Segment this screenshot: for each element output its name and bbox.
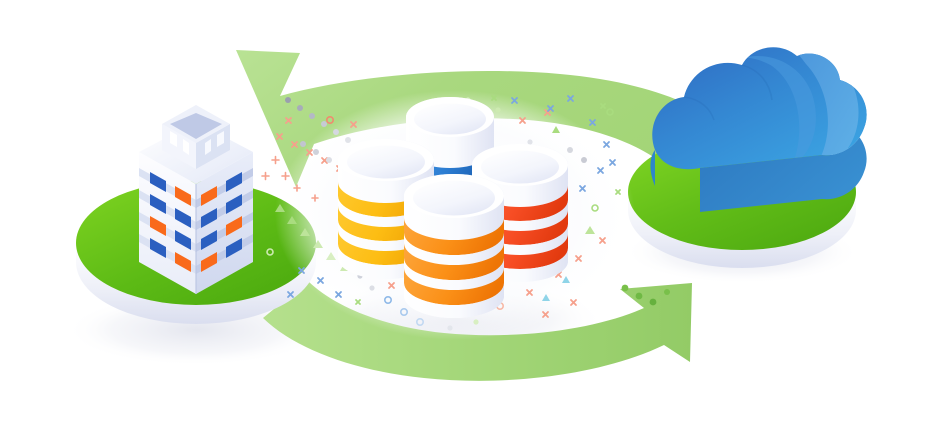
window-orange xyxy=(150,216,166,236)
db-yellow-opening xyxy=(347,145,425,179)
window-orange xyxy=(175,186,191,206)
sync-arrow-top[interactable] xyxy=(236,50,733,187)
window-blue xyxy=(226,238,242,258)
particle-dot xyxy=(285,97,670,331)
cloud-body-front xyxy=(652,47,867,170)
building-windows-right xyxy=(201,172,242,272)
window-blue xyxy=(201,230,217,250)
penthouse-roof-well xyxy=(170,113,222,139)
window-blue xyxy=(175,230,191,250)
window-blue xyxy=(150,194,166,214)
penthouse-window-left xyxy=(183,139,189,155)
window-blue xyxy=(201,208,217,228)
particle-triangle xyxy=(275,126,595,301)
db-red-opening xyxy=(481,150,559,184)
building-platform-rim xyxy=(76,243,316,324)
window-blue xyxy=(226,172,242,192)
particle-x-mark xyxy=(355,95,621,305)
window-orange xyxy=(201,252,217,272)
building-corner-edge xyxy=(195,184,197,294)
db-blue-opening xyxy=(414,103,486,135)
penthouse-window-left xyxy=(170,131,177,147)
sync-arrow-bottom[interactable] xyxy=(263,281,692,381)
window-blue xyxy=(175,208,191,228)
onprem-building[interactable] xyxy=(139,105,253,294)
cloud-lobe-upper xyxy=(742,55,816,166)
cloud-platform-rim xyxy=(628,192,856,268)
sync-arrow-top-shape xyxy=(236,50,733,187)
window-orange xyxy=(226,216,242,236)
database-cluster[interactable] xyxy=(338,97,568,318)
cloud-lobe-seams xyxy=(683,64,773,121)
building-windows-left xyxy=(150,172,191,272)
db-orange-opening xyxy=(413,180,495,216)
window-orange xyxy=(201,186,217,206)
db-orange-bands xyxy=(404,218,504,318)
penthouse-window-right xyxy=(217,131,224,147)
window-blue xyxy=(150,172,166,192)
particle-plus xyxy=(261,155,319,202)
cloud-extrusion-bottom xyxy=(650,150,655,186)
database-orange[interactable] xyxy=(404,174,504,318)
building-rooftop-penthouse xyxy=(162,105,230,169)
window-blue xyxy=(150,238,166,258)
window-blue xyxy=(226,194,242,214)
sync-arrow-bottom-shape xyxy=(263,281,692,381)
window-orange xyxy=(175,252,191,272)
penthouse-window-right xyxy=(205,139,211,155)
cloud-extrusion-side xyxy=(700,80,867,212)
